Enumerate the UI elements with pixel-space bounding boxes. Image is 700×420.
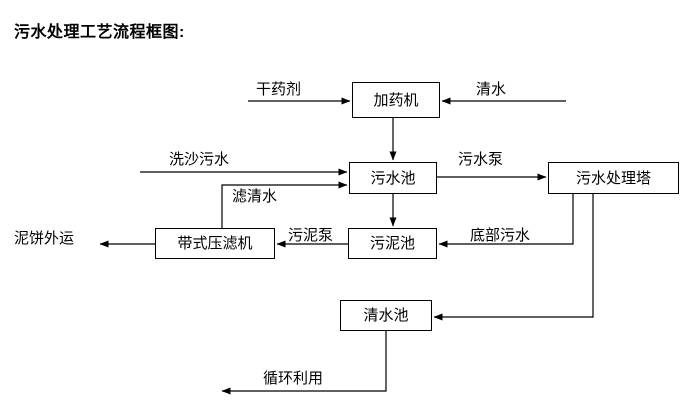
node-clean-water-pool[interactable]: 清水池 (340, 300, 432, 331)
node-dosing-machine[interactable]: 加药机 (352, 82, 440, 118)
flow-filtrate-to-sewage-pool (221, 181, 348, 228)
node-label: 清水池 (363, 307, 409, 324)
flow-tower-to-sludge-pool (438, 194, 574, 248)
flow-tower-to-clean-water-pool (433, 194, 594, 321)
node-belt-filter-press[interactable]: 带式压滤机 (155, 228, 275, 259)
node-label: 污水处理塔 (575, 169, 651, 187)
node-label: 污泥池 (369, 235, 415, 252)
node-sewage-treatment-tower[interactable]: 污水处理塔 (548, 162, 679, 194)
edge-label-mud-cake-transport: 泥饼外运 (14, 230, 75, 247)
edge-label-sewage-pump: 污水泵 (458, 151, 504, 168)
edge-label-bottom-sewage: 底部污水 (470, 227, 531, 244)
edge-label-sludge-pump: 污泥泵 (288, 227, 334, 244)
edge-label-recycle-use: 循环利用 (263, 370, 324, 387)
node-sewage-pool[interactable]: 污水池 (349, 162, 437, 194)
node-label: 污水池 (370, 169, 416, 187)
edge-label-clean-water-input: 清水 (476, 81, 507, 98)
edge-label-sand-wash-sewage: 洗沙污水 (169, 151, 230, 168)
flow-clean-water-pool-to-recycle (221, 331, 387, 395)
edge-label-dry-chemical: 干药剂 (256, 81, 302, 98)
node-label: 加药机 (373, 91, 419, 109)
node-sludge-pool[interactable]: 污泥池 (348, 228, 437, 259)
page-title: 污水处理工艺流程框图: (14, 24, 185, 41)
edge-label-filtrate-clear-water: 滤清水 (232, 188, 278, 205)
node-label: 带式压滤机 (177, 235, 253, 252)
